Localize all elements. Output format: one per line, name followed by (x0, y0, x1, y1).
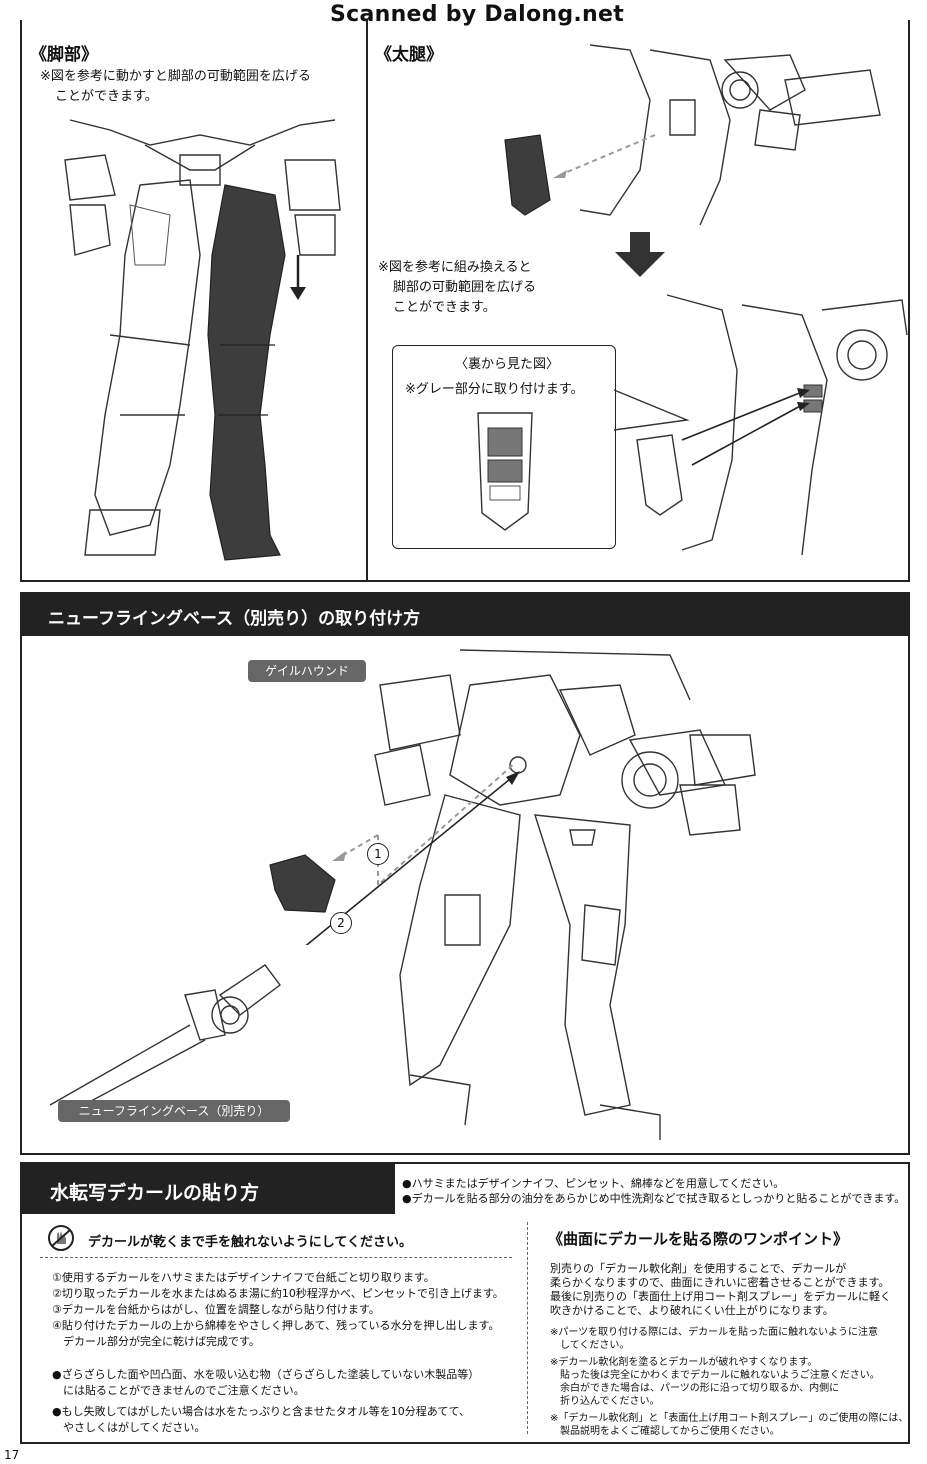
watermark: Scanned by Dalong.net (330, 2, 625, 27)
leg-title: 《脚部》 (30, 45, 98, 65)
back-view-note: ※グレー部分に取り付けます。 (405, 382, 584, 397)
tip-body-4: 吹きかけることで、より破れにくい仕上がりになります。 (550, 1304, 834, 1317)
flying-base-robot (374, 649, 756, 1140)
thigh-illustration-top (579, 44, 881, 226)
decal-warning: デカールが乾くまで手を触れないようにしてください。 (88, 1235, 412, 1250)
no-touch-icon (48, 1225, 74, 1251)
flying-base-part (269, 854, 336, 913)
leg-illustration (64, 119, 341, 561)
page-number: 17 (4, 1448, 20, 1462)
tip-note-3a: ※「デカール軟化剤」と「表面仕上げ用コート剤スプレー」のご使用の際には、 (550, 1413, 909, 1424)
tip-note-1a: ※パーツを取り付ける際には、デカールを貼った面に触れないように注意 (550, 1327, 878, 1338)
tip-title: 《曲面にデカールを貼る際のワンポイント》 (548, 1230, 849, 1248)
thigh-title: 《太腿》 (375, 45, 443, 65)
leg-note-2: ことができます。 (55, 89, 158, 104)
thigh-part-outline (636, 434, 683, 516)
gailhound-label: ゲイルハウンド (248, 660, 366, 682)
back-view-part (477, 412, 533, 531)
step-arrows (305, 762, 520, 945)
back-view-title: 〈裏から見た図〉 (455, 357, 560, 372)
thigh-note-3: ことができます。 (393, 300, 496, 315)
tip-body-2: 柔らかくなりますので、曲面にきれいに密着させることができます。 (550, 1276, 890, 1289)
leg-note-1: ※図を参考に動かすと脚部の可動範囲を広げる (40, 69, 311, 84)
decal-step-3: ③デカールを台紙からはがし、位置を調整しながら貼り付けます。 (52, 1303, 380, 1316)
flying-base-label: ニューフライングベース（別売り） (58, 1100, 290, 1122)
thigh-part-dark (504, 134, 551, 216)
leg-panel (20, 20, 367, 582)
step-1-marker: 1 (367, 843, 389, 865)
back-view-pointer (613, 389, 690, 431)
tip-body-3: 最後に別売りの「表面仕上げ用コート剤スプレー」をデカールに軽く (550, 1290, 891, 1303)
decal-prep-1: ●ハサミまたはデザインナイフ、ピンセット、綿棒などを用意してください。 (402, 1177, 785, 1190)
decal-step-1: ①使用するデカールをハサミまたはデザインナイフで台紙ごと切り取ります。 (52, 1271, 435, 1284)
tip-note-2b: 貼った後は完全にかわくまでデカールに触れないようご注意ください。 (550, 1370, 880, 1381)
tip-note-2a: ※デカール軟化剤を塗るとデカールが破れやすくなります。 (550, 1357, 818, 1368)
thigh-down-arrow (615, 232, 665, 277)
tip-note-2d: 折り込んでください。 (550, 1396, 660, 1407)
flying-base-header: ニューフライングベース（別売り）の取り付け方 (20, 592, 910, 636)
tip-note-2c: 余白ができた場合は、パーツの形に沿って切り取るか、内側に (550, 1383, 840, 1394)
flying-base-arm (49, 964, 281, 1115)
decal-bullet-1b: には貼ることができませんのでご注意ください。 (52, 1384, 305, 1397)
tip-note-1: ※パーツを取り付ける際には、デカールを貼った面に触れないように注意 してください… (550, 1326, 878, 1352)
decal-header: 水転写デカールの貼り方 (20, 1162, 395, 1214)
decal-bullet-2a: ●もし失敗してはがしたい場合は水をたっぷりと含ませたタオル等を10分程あてて、 (52, 1405, 470, 1418)
decal-panel (20, 1162, 910, 1444)
thigh-illustration-bottom (666, 294, 908, 556)
tip-note-3: ※「デカール軟化剤」と「表面仕上げ用コート剤スプレー」のご使用の際には、 製品説… (550, 1412, 908, 1438)
tip-note-3b: 製品説明をよくご確認してからご使用ください。 (550, 1426, 780, 1437)
decal-step-2: ②切り取ったデカールを水またはぬるま湯に約10秒程浮かべ、ピンセットで引き上げま… (52, 1287, 504, 1300)
tip-note-2: ※デカール軟化剤を塗るとデカールが破れやすくなります。 貼った後は完全にかわくま… (550, 1356, 880, 1408)
decal-bullet-2b: やさしくはがしてください。 (52, 1421, 206, 1434)
thigh-panel (366, 20, 910, 582)
step-2-marker: 2 (330, 912, 352, 934)
decal-warning-rule (40, 1257, 512, 1258)
decal-step-4: ④貼り付けたデカールの上から綿棒をやさしく押しあて、残っている水分を押し出します… (52, 1319, 500, 1332)
tip-body: 別売りの「デカール軟化剤」を使用することで、デカールが 柔らかくなりますので、曲… (550, 1262, 891, 1318)
decal-prep-2: ●デカールを貼る部分の油分をあらかじめ中性洗剤などで拭き取るとしっかりと貼ること… (402, 1192, 906, 1205)
thigh-dashed-arrow (553, 134, 656, 178)
decal-steps: ①使用するデカールをハサミまたはデザインナイフで台紙ごと切り取ります。 ②切り取… (52, 1270, 504, 1350)
thigh-note-2: 脚部の可動範囲を広げる (393, 280, 537, 295)
tip-note-1b: してください。 (550, 1340, 630, 1351)
decal-bullet-1a: ●ざらざらした面や凹凸面、水を吸い込む物（ざらざらした塗装していない木製品等） (52, 1368, 480, 1381)
decal-step-4-cont: デカール部分が完全に乾けば完成です。 (52, 1335, 260, 1348)
decal-divider (527, 1222, 528, 1434)
thigh-note-1: ※図を参考に組み換えると (378, 260, 532, 275)
tip-body-1: 別売りの「デカール軟化剤」を使用することで、デカールが (550, 1262, 847, 1275)
back-view-box (392, 345, 616, 549)
